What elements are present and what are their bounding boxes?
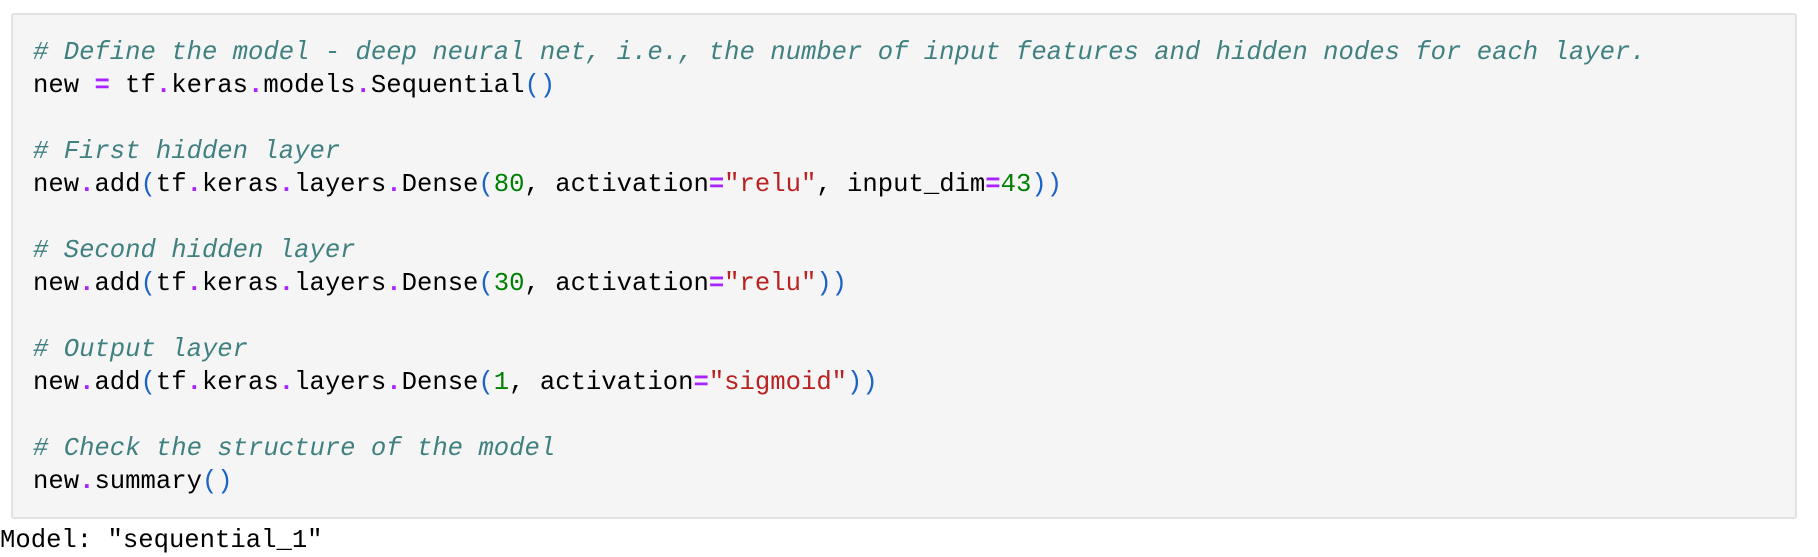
code-token-op: . bbox=[278, 269, 295, 298]
code-line: new = tf.keras.models.Sequential() bbox=[33, 69, 1775, 102]
code-token-op: . bbox=[186, 269, 202, 298]
code-token-num: 80 bbox=[493, 170, 525, 199]
code-token-paren: )) bbox=[816, 269, 848, 298]
code-token-plain: Dense bbox=[401, 269, 479, 298]
code-token-paren: )) bbox=[847, 368, 878, 397]
code-token-op: = bbox=[985, 170, 1001, 199]
code-token-comment: # Output layer bbox=[33, 335, 249, 364]
code-token-plain: layers bbox=[294, 368, 387, 397]
code-line bbox=[33, 102, 1775, 135]
code-token-plain: new bbox=[33, 71, 95, 100]
code-token-op: = bbox=[708, 170, 725, 199]
code-token-op: . bbox=[278, 368, 295, 397]
code-token-op: . bbox=[278, 170, 295, 199]
code-line: # First hidden layer bbox=[33, 135, 1775, 168]
code-token-op: = bbox=[708, 269, 725, 298]
code-token-plain: layers bbox=[294, 170, 387, 199]
code-token-plain: keras bbox=[201, 170, 279, 199]
code-token-plain: keras bbox=[201, 269, 279, 298]
code-token-plain: , activation bbox=[509, 368, 694, 397]
code-token-comment: # Check the structure of the model bbox=[33, 434, 556, 463]
code-token-plain: Dense bbox=[401, 368, 479, 397]
code-token-paren: ( bbox=[478, 368, 494, 397]
code-line: # Second hidden layer bbox=[33, 234, 1775, 267]
code-token-plain: keras bbox=[201, 368, 279, 397]
code-token-op: . bbox=[386, 269, 402, 298]
code-token-plain: add bbox=[94, 170, 141, 199]
code-line bbox=[33, 300, 1775, 333]
code-token-paren: ( bbox=[140, 269, 156, 298]
code-token-comment: # First hidden layer bbox=[33, 137, 341, 166]
code-token-plain: tf bbox=[155, 368, 187, 397]
code-token-plain: tf bbox=[155, 170, 187, 199]
code-token-op: . bbox=[186, 170, 202, 199]
code-token-str: "relu" bbox=[724, 170, 817, 199]
code-cell[interactable]: # Define the model - deep neural net, i.… bbox=[11, 13, 1797, 519]
code-token-op: . bbox=[79, 269, 95, 298]
code-token-op: = bbox=[693, 368, 709, 397]
code-token-plain: models bbox=[263, 71, 356, 100]
code-token-plain: tf bbox=[155, 269, 187, 298]
code-token-paren: ( bbox=[478, 269, 494, 298]
cell-output-text: Model: "sequential_1" bbox=[0, 526, 323, 555]
code-token-plain: layers bbox=[294, 269, 387, 298]
code-token-plain: keras bbox=[171, 71, 249, 100]
code-token-plain: Sequential bbox=[370, 71, 525, 100]
code-token-op: . bbox=[79, 170, 95, 199]
code-token-op: . bbox=[386, 170, 402, 199]
code-line: new.add(tf.keras.layers.Dense(1, activat… bbox=[33, 366, 1775, 399]
code-token-str: "sigmoid" bbox=[708, 368, 848, 397]
code-line bbox=[33, 201, 1775, 234]
code-token-comment: # Second hidden layer bbox=[33, 236, 356, 265]
code-token-num: 30 bbox=[493, 269, 525, 298]
code-line: # Check the structure of the model bbox=[33, 432, 1775, 465]
code-token-op: . bbox=[248, 71, 264, 100]
code-token-num: 1 bbox=[493, 368, 510, 397]
code-token-plain: , input_dim bbox=[816, 170, 986, 199]
code-token-plain: , activation bbox=[524, 269, 709, 298]
code-token-plain: new bbox=[33, 467, 80, 496]
code-token-comment: # Define the model - deep neural net, i.… bbox=[33, 38, 1646, 67]
code-token-plain: new bbox=[33, 368, 80, 397]
code-line: new.summary() bbox=[33, 465, 1775, 498]
code-token-plain: tf bbox=[109, 71, 156, 100]
code-token-paren: ( bbox=[140, 368, 156, 397]
code-token-num: 43 bbox=[1000, 170, 1032, 199]
code-token-plain: new bbox=[33, 170, 80, 199]
code-token-plain: add bbox=[94, 269, 141, 298]
code-token-paren: ( bbox=[478, 170, 494, 199]
code-token-op: . bbox=[386, 368, 402, 397]
code-line: # Output layer bbox=[33, 333, 1775, 366]
code-token-str: "relu" bbox=[724, 269, 817, 298]
code-token-op: . bbox=[79, 368, 95, 397]
code-token-op: . bbox=[79, 467, 95, 496]
code-token-paren: () bbox=[524, 71, 556, 100]
code-token-op: = bbox=[94, 71, 110, 100]
code-token-paren: ( bbox=[140, 170, 156, 199]
code-line: new.add(tf.keras.layers.Dense(80, activa… bbox=[33, 168, 1775, 201]
code-token-paren: )) bbox=[1031, 170, 1063, 199]
code-token-plain: new bbox=[33, 269, 80, 298]
code-token-plain: Dense bbox=[401, 170, 479, 199]
code-token-op: . bbox=[186, 368, 202, 397]
code-editor[interactable]: # Define the model - deep neural net, i.… bbox=[33, 36, 1775, 498]
code-token-op: . bbox=[355, 71, 371, 100]
code-line: new.add(tf.keras.layers.Dense(30, activa… bbox=[33, 267, 1775, 300]
code-token-op: . bbox=[155, 71, 172, 100]
code-token-plain: summary bbox=[94, 467, 202, 496]
code-line bbox=[33, 399, 1775, 432]
code-token-plain: add bbox=[94, 368, 141, 397]
code-line: # Define the model - deep neural net, i.… bbox=[33, 36, 1775, 69]
notebook-page: { "colors": { "page_background": "#fffff… bbox=[0, 13, 1797, 555]
code-token-plain: , activation bbox=[524, 170, 709, 199]
code-token-paren: () bbox=[201, 467, 233, 496]
